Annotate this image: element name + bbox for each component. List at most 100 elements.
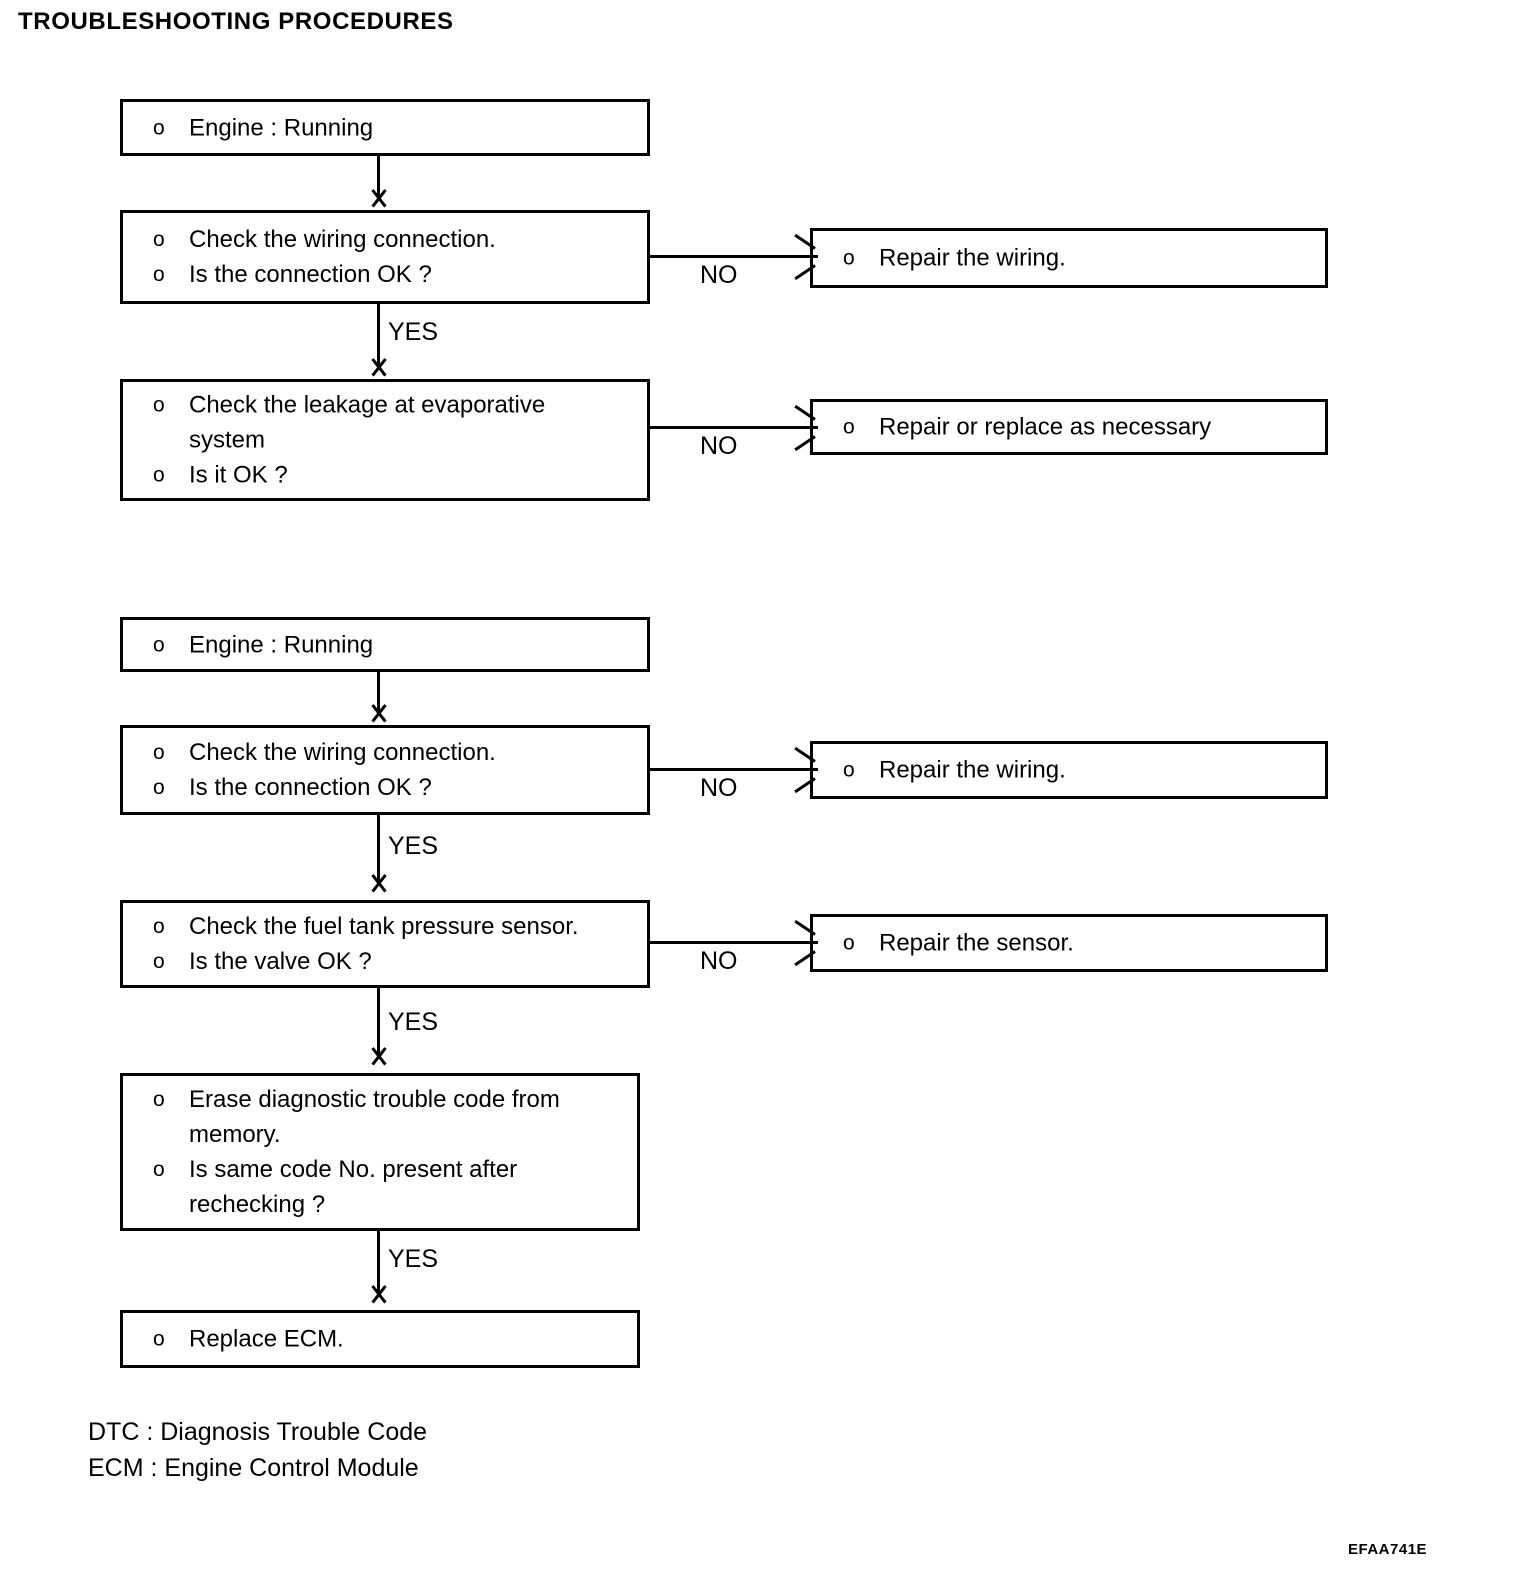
flow-node-line: o Repair the sensor.	[843, 926, 1315, 961]
flow-node-f2-repair-sensor: o Repair the sensor.	[810, 914, 1328, 972]
flow-node-text: Check the wiring connection.	[189, 226, 496, 253]
legend-line: DTC : Diagnosis Trouble Code	[88, 1418, 428, 1446]
connector-f2-sensor-yes	[377, 988, 380, 1056]
bullet-icon: o	[153, 1158, 165, 1181]
flow-node-f1-repair-wiring: o Repair the wiring.	[810, 228, 1328, 288]
bullet-icon: o	[153, 741, 165, 764]
arrow-right-icon	[794, 241, 814, 273]
arrow-right-icon	[794, 927, 814, 959]
flow-node-content: o Erase diagnostic trouble code from o memo…	[153, 1082, 627, 1222]
bullet-icon: o	[153, 116, 165, 139]
flow-node-line: o Replace ECM.	[153, 1322, 627, 1357]
flow-node-text: Check the leakage at evaporative	[189, 391, 546, 419]
flow-node-text: rechecking ?	[189, 1191, 326, 1218]
bullet-icon: o	[843, 246, 855, 270]
connector-f2-erase-yes	[377, 1231, 380, 1293]
arrow-down-icon	[364, 707, 394, 725]
flow-node-text: Is it OK ?	[189, 461, 288, 489]
flow-node-text: Is the valve OK ?	[189, 948, 372, 975]
edge-label-yes: YES	[388, 318, 439, 346]
flow-node-text: memory.	[189, 1121, 281, 1148]
flow-node-f1-engine-running: o Engine : Running	[120, 99, 650, 156]
flow-node-f2-erase-dtc: o Erase diagnostic trouble code from o memo…	[120, 1073, 640, 1231]
flow-node-text: Engine : Running	[189, 114, 374, 141]
bullet-icon: o	[153, 1327, 165, 1351]
bullet-icon: o	[153, 393, 165, 417]
flow-node-line: o Is the connection OK ?	[153, 257, 637, 292]
flow-node-f1-check-wiring: o Check the wiring connection. o Is the con…	[120, 210, 650, 304]
edge-label-no: NO	[700, 432, 738, 460]
flow-node-content: o Check the leakage at evaporative osystem…	[153, 388, 637, 493]
bullet-icon: o	[843, 758, 855, 782]
flow-node-content: o Replace ECM.	[153, 1322, 627, 1357]
flow-node-line: o Is it OK ?	[153, 458, 637, 493]
arrow-down-icon	[364, 361, 394, 379]
flow-node-f2-replace-ecm: o Replace ECM.	[120, 1310, 640, 1368]
bullet-icon: o	[153, 263, 165, 286]
arrow-down-icon	[364, 1288, 394, 1306]
flow-node-content: o Repair the wiring.	[843, 241, 1315, 276]
arrow-right-icon	[794, 754, 814, 786]
flow-node-line: o Repair the wiring.	[843, 753, 1315, 788]
flow-node-line: o Check the fuel tank pressure sensor.	[153, 909, 637, 944]
flow-node-text: Check the wiring connection.	[189, 739, 496, 766]
bullet-icon: o	[843, 931, 855, 955]
flow-node-content: o Repair or replace as necessary	[843, 410, 1315, 445]
flow-node-line: o Repair the wiring.	[843, 241, 1315, 276]
bullet-icon: o	[153, 776, 165, 799]
flow-node-f2-repair-wiring: o Repair the wiring.	[810, 741, 1328, 799]
edge-label-yes: YES	[388, 832, 439, 860]
flow-node-line: osystem	[153, 423, 637, 458]
arrow-down-icon	[364, 877, 394, 895]
flow-node-text: Replace ECM.	[189, 1325, 344, 1353]
flow-node-text: Erase diagnostic trouble code from	[189, 1086, 560, 1113]
arrow-down-icon	[364, 192, 394, 210]
connector-f2-sensor-no	[650, 941, 818, 944]
connector-f2-wiring-no	[650, 768, 818, 771]
bullet-icon: o	[153, 228, 165, 251]
flow-node-line: o Check the leakage at evaporative	[153, 388, 637, 423]
flow-node-line: o Engine : Running	[153, 110, 637, 145]
flow-node-content: o Repair the sensor.	[843, 926, 1315, 961]
connector-f1-leakage-no	[650, 426, 818, 429]
connector-f1-wiring-yes	[377, 304, 380, 367]
flow-node-content: o Check the wiring connection. o Is the con…	[153, 222, 637, 292]
connector-f2-wiring-yes	[377, 815, 380, 883]
edge-label-no: NO	[700, 774, 738, 802]
arrow-down-icon	[364, 1050, 394, 1068]
bullet-icon: o	[153, 950, 165, 973]
flow-node-line: o Check the wiring connection.	[153, 735, 637, 770]
arrow-right-icon	[794, 412, 814, 444]
flow-node-text: Repair the sensor.	[879, 929, 1074, 957]
flow-node-line: o Erase diagnostic trouble code from	[153, 1082, 627, 1117]
flow-node-line: orechecking ?	[153, 1187, 627, 1222]
connector-f2-engine-to-wiring	[377, 672, 380, 714]
bullet-icon: o	[843, 415, 855, 439]
legend-line: ECM : Engine Control Module	[88, 1454, 419, 1482]
bullet-icon: o	[153, 463, 165, 487]
flow-node-text: Repair or replace as necessary	[879, 413, 1212, 441]
edge-label-yes: YES	[388, 1008, 439, 1036]
connector-f1-wiring-no	[650, 255, 818, 258]
bullet-icon: o	[153, 915, 165, 938]
flow-node-text: Repair the wiring.	[879, 244, 1066, 272]
flow-node-content: o Engine : Running	[153, 110, 637, 145]
flow-node-f1-repair-replace: o Repair or replace as necessary	[810, 399, 1328, 455]
flow-node-text: Is the connection OK ?	[189, 261, 432, 288]
flow-node-line: o Is the valve OK ?	[153, 944, 637, 979]
edge-label-no: NO	[700, 947, 738, 975]
flow-node-content: o Repair the wiring.	[843, 753, 1315, 788]
flow-node-f1-check-leakage: o Check the leakage at evaporative osystem…	[120, 379, 650, 501]
page-title: TROUBLESHOOTING PROCEDURES	[18, 8, 454, 35]
bullet-icon: o	[153, 633, 165, 656]
flow-node-text: Check the fuel tank pressure sensor.	[189, 913, 579, 940]
flow-node-text: Repair the wiring.	[879, 756, 1066, 784]
bullet-icon: o	[153, 1088, 165, 1111]
